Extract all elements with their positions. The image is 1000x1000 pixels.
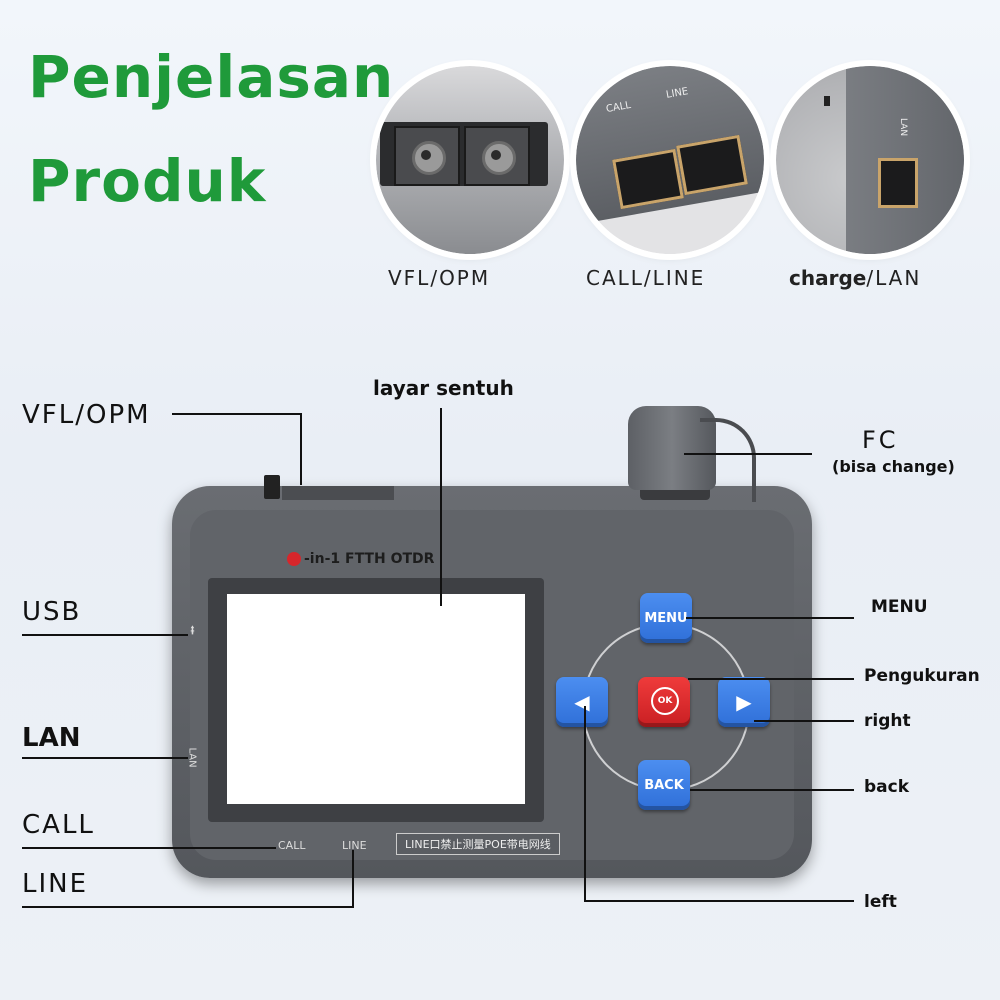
closeup-caption-charge-lan: charge/LAN [789,266,922,290]
menu-button[interactable]: MENU [640,593,692,643]
arrow-left-icon: ◀ [574,690,590,714]
brand-logo [287,552,301,566]
closeup-call-line: CALL LINE [576,66,764,254]
callout-line: LINE [22,869,89,899]
closeup-charge-lan: LAN [776,66,964,254]
right-button[interactable]: ▶ [718,677,770,727]
callout-fc: FC [862,426,899,454]
vfl-opm-slot [264,475,280,499]
line-warning-notice: LINE口禁止测量POE带电网线 [396,833,560,855]
model-label: -in-1 FTTH OTDR [304,551,435,567]
callout-call: CALL [22,810,95,840]
callout-measure: Pengukuran [864,666,980,686]
callout-vfl-opm: VFL/OPM [22,400,151,430]
page-title-line1: Penjelasan [28,43,395,111]
back-button[interactable]: BACK [638,760,690,810]
opm-port [464,126,530,186]
device-side-label-lan: LAN [186,747,198,768]
ok-measure-button[interactable]: OK [638,677,690,727]
callout-fc-note: (bisa change) [832,457,955,476]
callout-lan: LAN [22,723,81,753]
callout-menu: MENU [871,597,928,617]
usb-icon: ⭻ [190,623,195,639]
arrow-right-icon: ▶ [736,690,752,714]
callout-touch-screen: layar sentuh [373,376,514,400]
page-title-line2: Produk [28,147,267,215]
left-button[interactable]: ◀ [556,677,608,727]
vfl-port [394,126,460,186]
charge-port [824,96,830,106]
closeup-caption-call-line: CALL/LINE [586,266,706,290]
port-label-lan: LAN [898,117,909,137]
callout-right: right [864,711,911,731]
lan-rj-port [878,158,918,208]
touch-screen[interactable] [227,594,525,804]
callout-usb: USB [22,597,82,627]
power-ok-icon: OK [651,687,679,715]
callout-back: back [864,777,910,797]
device-label-call: CALL [278,839,306,852]
device-label-line: LINE [342,839,367,852]
closeup-vfl-opm [376,66,564,254]
callout-left: left [864,892,897,912]
closeup-caption-vfl-opm: VFL/OPM [388,266,491,290]
